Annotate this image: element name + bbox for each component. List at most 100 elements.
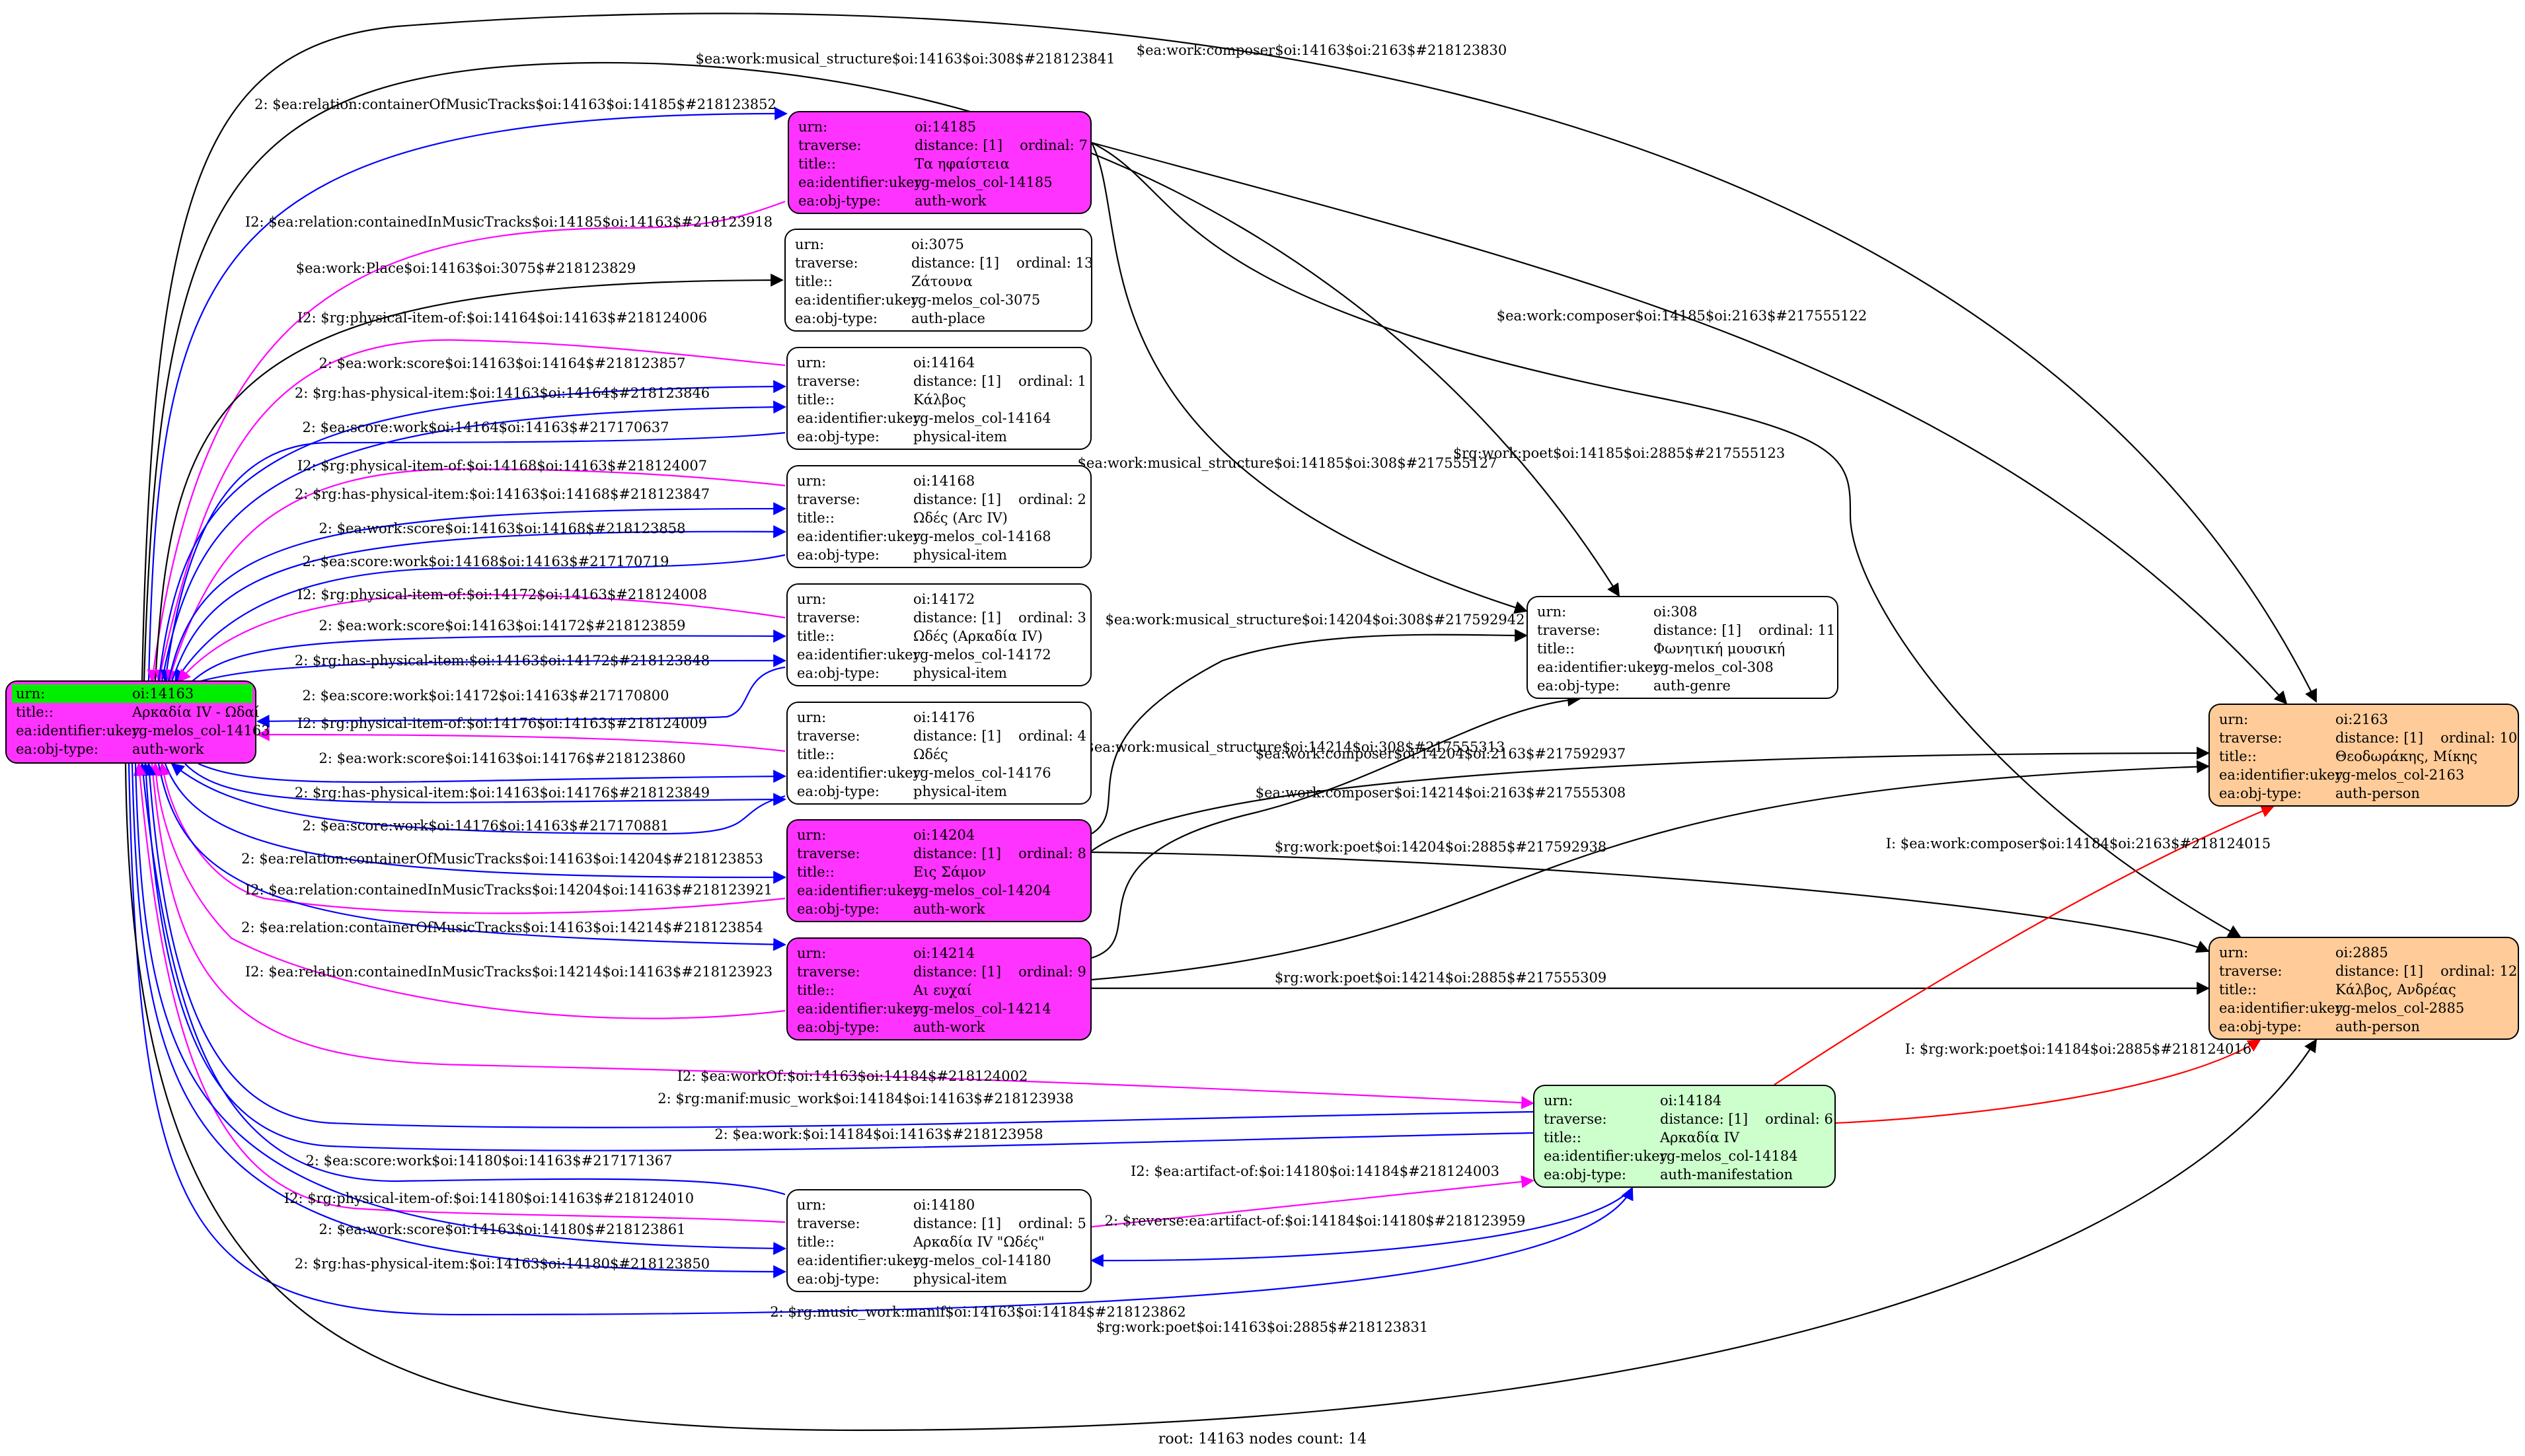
field-value: distance: [1]: [913, 964, 1002, 980]
field-value: distance: [1]: [913, 1216, 1002, 1231]
field-key: ea:identifier:ukey: [1544, 1148, 1668, 1164]
field-value: distance: [1]: [911, 255, 1000, 271]
field-value: rg-melos_col-14176: [913, 765, 1051, 781]
field-key: urn:: [797, 827, 827, 843]
edge-label-12: 2: $ea:score:work$oi:14168$oi:14163$#217…: [302, 554, 669, 569]
edge-label-41: $rg:work:poet$oi:14204$oi:2885$#21759293…: [1275, 839, 1606, 855]
field-value: physical-item: [913, 1271, 1007, 1287]
field-value: oi:3075: [911, 237, 964, 252]
field-value: ordinal: 11: [1758, 622, 1836, 638]
edge-18: [198, 762, 786, 783]
edge-label-40: $ea:work:composer$oi:14214$oi:2163$#2175…: [1256, 785, 1626, 801]
field-key: traverse:: [797, 610, 860, 626]
node-14163[interactable]: urn:oi:14163 title::Αρκαδία IV - Ωδαί ea…: [5, 680, 270, 764]
field-value: ordinal: 8: [1018, 846, 1086, 861]
node-type-row: ea:obj-type:physical-item: [797, 546, 1084, 564]
edge-label-22: I2: $ea:relation:containedInMusicTracks$…: [245, 882, 773, 898]
edge-label-20: 2: $ea:score:work$oi:14176$oi:14163$#217…: [302, 818, 669, 834]
field-key: title::: [16, 704, 54, 720]
field-value: auth-work: [913, 901, 985, 917]
field-value: Τα ηφαίστεια: [915, 156, 1010, 172]
field-value: ordinal: 5: [1018, 1216, 1086, 1231]
edge-15: [198, 654, 786, 683]
field-key: traverse:: [797, 846, 860, 861]
edge-label-7: 2: $rg:has-physical-item:$oi:14163$oi:14…: [295, 385, 710, 401]
field-value: physical-item: [913, 665, 1007, 681]
field-key: ea:identifier:ukey: [797, 1253, 921, 1268]
edge-label-29: I2: $rg:physical-item-of:$oi:14180$oi:14…: [284, 1190, 694, 1206]
node-title-row: title::Τα ηφαίστεια: [798, 155, 1084, 173]
node-traverse-row: traverse:distance: [1]ordinal: 2: [797, 490, 1086, 509]
field-value: auth-work: [132, 741, 204, 757]
edge-label-0: $ea:work:composer$oi:14163$oi:2163$#2181…: [1137, 42, 1507, 58]
edge-1: [143, 61, 1620, 682]
field-key: ea:obj-type:: [16, 741, 98, 757]
field-value: distance: [1]: [915, 137, 1003, 153]
node-title-row: title::Ωδές (Arc IV): [797, 509, 1084, 527]
field-value: auth-genre: [1653, 678, 1731, 694]
field-key: ea:identifier:ukey: [16, 723, 140, 739]
field-key: urn:: [797, 945, 827, 961]
node-title-row: title::Αι ευχαί: [797, 981, 1084, 1000]
field-value: rg-melos_col-14163: [132, 723, 270, 739]
edge-30: [134, 763, 786, 1255]
field-key: ea:identifier:ukey: [798, 174, 923, 190]
field-value: rg-melos_col-14172: [913, 647, 1051, 663]
field-key: ea:obj-type:: [797, 783, 880, 799]
edge-5: [154, 339, 786, 683]
edge-16: [256, 666, 786, 728]
field-value: rg-melos_col-14184: [1660, 1148, 1798, 1164]
field-value: distance: [1]: [2335, 963, 2424, 979]
field-key: traverse:: [798, 137, 862, 153]
field-value: rg-melos_col-2885: [2335, 1000, 2465, 1016]
node-traverse-row: traverse:distance: [1]ordinal: 7: [798, 136, 1088, 155]
edge-label-46: 2: $reverse:ea:artifact-of:$oi:14184$oi:…: [1105, 1213, 1526, 1229]
field-value: auth-place: [911, 310, 985, 326]
node-traverse-row: traverse:distance: [1]ordinal: 6: [1544, 1110, 1833, 1128]
field-key: ea:obj-type:: [1537, 678, 1620, 694]
field-value: Αρκαδία IV: [1660, 1130, 1740, 1146]
field-key: ea:identifier:ukey: [797, 765, 921, 781]
edge-12: [174, 554, 786, 683]
field-key: title::: [797, 510, 835, 526]
field-key: traverse:: [1537, 622, 1601, 638]
field-key: ea:obj-type:: [797, 429, 880, 445]
field-value: Κάλβος, Ανδρέας: [2335, 982, 2456, 998]
field-key: traverse:: [797, 373, 860, 389]
node-type-row: ea:obj-type:physical-item: [797, 1270, 1084, 1288]
field-key: ea:identifier:ukey: [797, 1001, 921, 1017]
edge-28: [136, 762, 786, 1196]
field-key: ea:obj-type:: [1544, 1167, 1626, 1183]
field-key: ea:obj-type:: [797, 547, 880, 563]
field-value: oi:308: [1653, 604, 1698, 620]
field-value: auth-work: [913, 1019, 985, 1035]
field-key: urn:: [797, 355, 827, 371]
field-key: urn:: [1544, 1093, 1573, 1109]
field-value: auth-person: [2335, 785, 2420, 801]
edge-label-8: 2: $ea:score:work$oi:14164$oi:14163$#217…: [302, 419, 669, 435]
node-title-row: title::Ωδές (Αρκαδία IV): [797, 627, 1084, 645]
field-key: ea:identifier:ukey: [797, 647, 921, 663]
field-key: ea:obj-type:: [2219, 1019, 2302, 1035]
field-value: rg-melos_col-14180: [913, 1253, 1051, 1268]
node-type-row: ea:obj-type:auth-work: [797, 1018, 1084, 1037]
edge-8: [160, 431, 786, 683]
